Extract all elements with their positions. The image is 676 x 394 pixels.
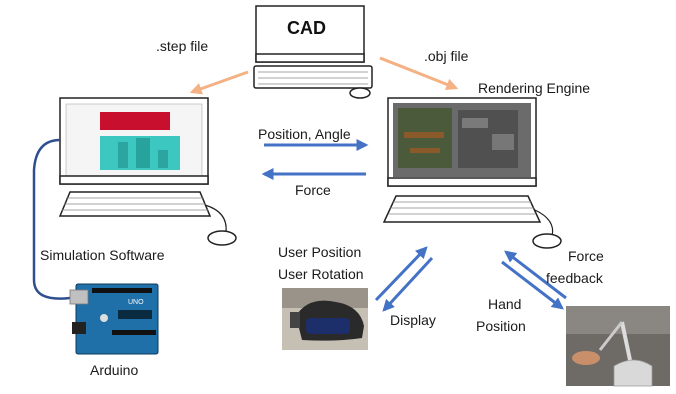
sim-red-panel (100, 112, 170, 130)
display-label: Display (390, 312, 436, 328)
haptic-device-photo (566, 306, 670, 387)
arduino-label: Arduino (90, 362, 139, 378)
rendering-computer (382, 97, 562, 249)
step-file-label: .step file (156, 38, 209, 54)
simulation-computer (58, 97, 237, 246)
user-position-label: User Position (278, 244, 362, 260)
hand-position-label-2: Position (476, 318, 526, 334)
display-arrow (382, 256, 434, 312)
hand-position-arrow (504, 250, 567, 300)
simulation-mouse (207, 230, 237, 246)
step-file-arrow (189, 70, 249, 95)
force-feedback-label-2: feedback (546, 270, 603, 286)
cad-monitor (255, 5, 365, 63)
cad-keyboard (253, 65, 373, 89)
force-feedback-arrow (501, 260, 564, 310)
rendering-engine-label: Rendering Engine (478, 80, 591, 96)
user-rotation-label: User Rotation (278, 266, 364, 282)
rendering-mouse (532, 233, 562, 249)
simulation-software-label: Simulation Software (40, 247, 165, 263)
rendering-keyboard (382, 195, 542, 223)
arduino-uno-text: UNO (128, 299, 144, 306)
cad-mouse (349, 87, 371, 99)
user-position-arrow (374, 246, 428, 302)
force-feedback-label-1: Force (568, 248, 604, 264)
obj-file-arrow (379, 56, 459, 91)
cad-label: CAD (287, 18, 326, 38)
hand-position-label-1: Hand (488, 296, 522, 312)
force-label: Force (295, 182, 331, 198)
obj-file-label: .obj file (424, 48, 469, 64)
position-angle-label: Position, Angle (258, 126, 351, 142)
vr-headset-photo (282, 288, 368, 350)
cad-computer (253, 5, 373, 99)
usb-wire (32, 138, 71, 300)
arduino-board: UNO (69, 283, 159, 355)
